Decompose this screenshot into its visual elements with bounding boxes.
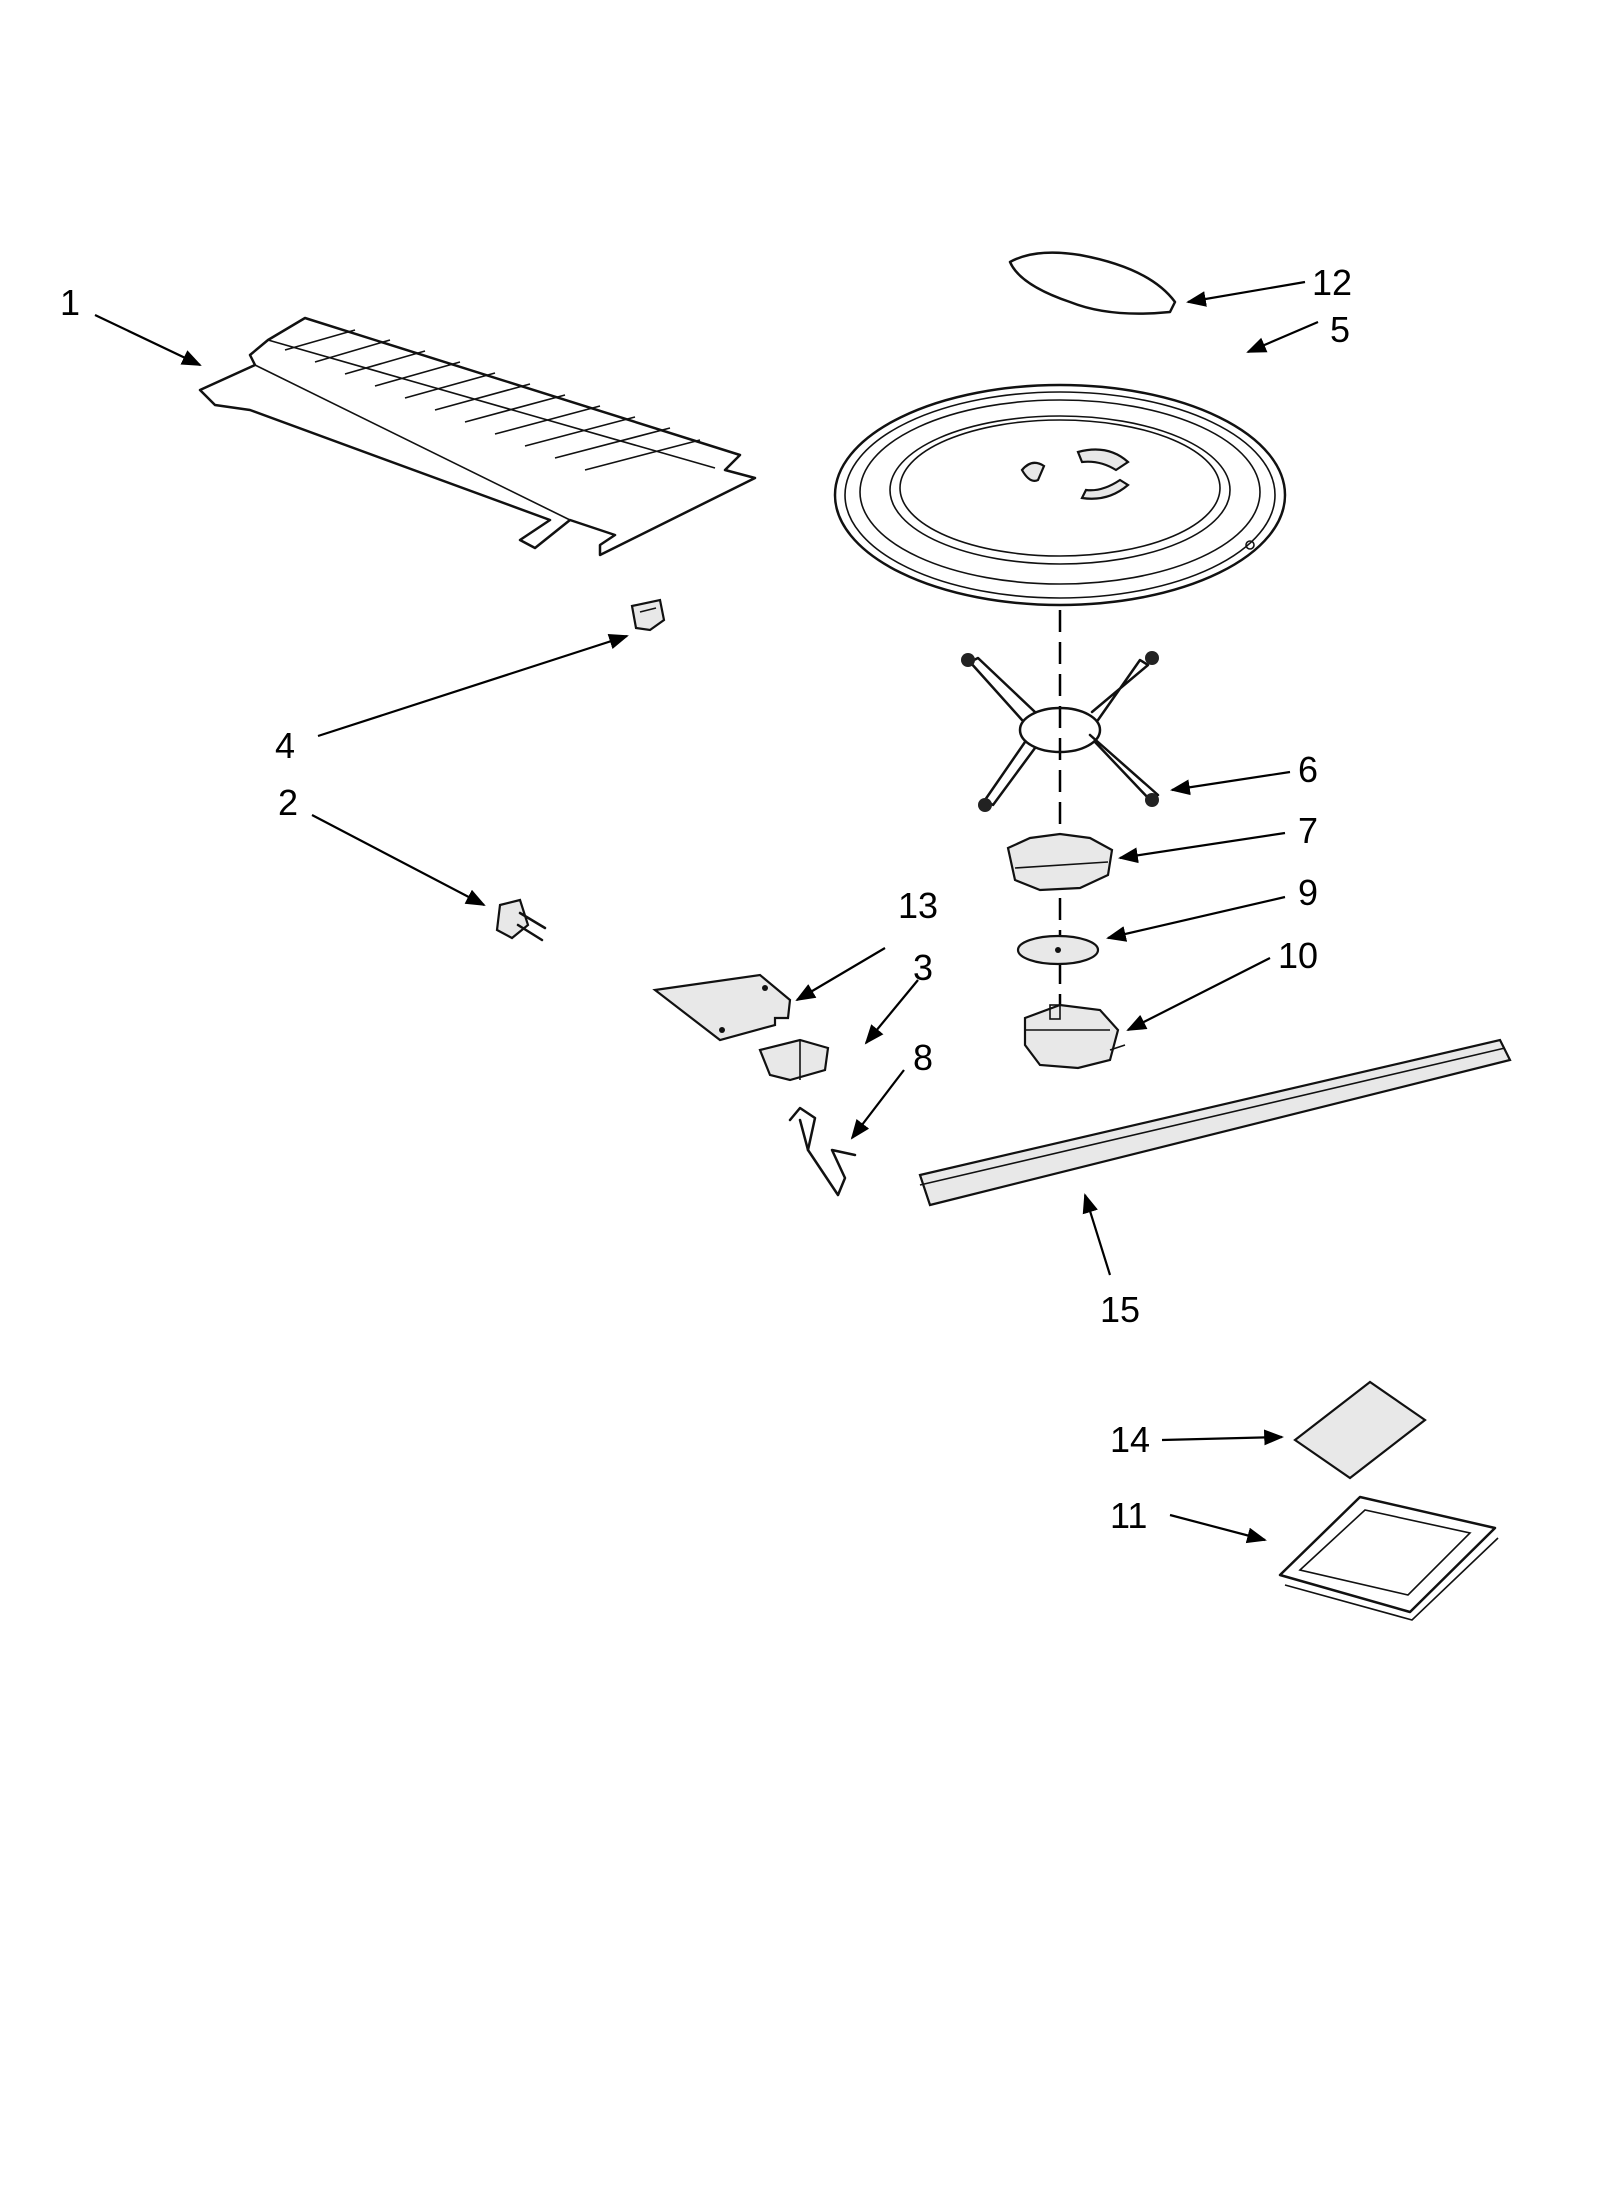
wire-rack-part	[198, 316, 757, 557]
callout-4: 4	[275, 725, 295, 766]
leader-13	[795, 947, 886, 1002]
leader-12	[1186, 280, 1306, 307]
turntable-tray-part	[833, 383, 1287, 607]
leader-3	[864, 979, 919, 1045]
leader-4	[317, 633, 629, 738]
leader-8	[850, 1069, 905, 1140]
leader-9	[1106, 895, 1286, 942]
callout-2: 2	[278, 782, 298, 823]
cover-plate-part	[652, 973, 792, 1042]
turntable-motor-part	[1023, 1003, 1126, 1070]
latch-part	[758, 1038, 830, 1082]
callout-5: 5	[1330, 309, 1350, 350]
leader-2	[311, 814, 486, 906]
callout-14: 14	[1110, 1419, 1150, 1460]
leader-7	[1118, 831, 1286, 864]
washer-part	[1016, 934, 1100, 966]
filter-frame-part	[1278, 1495, 1499, 1621]
callout-3: 3	[913, 947, 933, 988]
callout-labels: 1 4 2 13 3 8 12 5 6 7 9 10 15 14 11	[60, 262, 1352, 1536]
roller-support-part	[961, 651, 1160, 812]
trim-strip-part	[918, 1038, 1512, 1207]
clip-part	[630, 598, 666, 632]
leader-6	[1170, 770, 1291, 796]
leader-lines	[94, 280, 1319, 1544]
callout-6: 6	[1298, 749, 1318, 790]
coupler-part	[1006, 832, 1114, 892]
callout-9: 9	[1298, 872, 1318, 913]
callout-13: 13	[898, 885, 938, 926]
cover-part	[1008, 251, 1177, 315]
callout-10: 10	[1278, 935, 1318, 976]
filter-part	[1293, 1380, 1427, 1480]
callout-8: 8	[913, 1037, 933, 1078]
leader-14	[1161, 1429, 1284, 1446]
leader-5	[1246, 320, 1319, 354]
leader-10	[1126, 957, 1271, 1031]
leader-15	[1082, 1193, 1112, 1276]
callout-12: 12	[1312, 262, 1352, 303]
callout-11: 11	[1110, 1495, 1147, 1536]
leader-1	[94, 314, 202, 366]
wire-spring-part	[788, 1106, 857, 1197]
callout-15: 15	[1100, 1289, 1140, 1330]
callout-1: 1	[60, 282, 80, 323]
light-bulb-part	[495, 898, 547, 942]
callout-7: 7	[1298, 810, 1318, 851]
leader-11	[1169, 1513, 1267, 1544]
